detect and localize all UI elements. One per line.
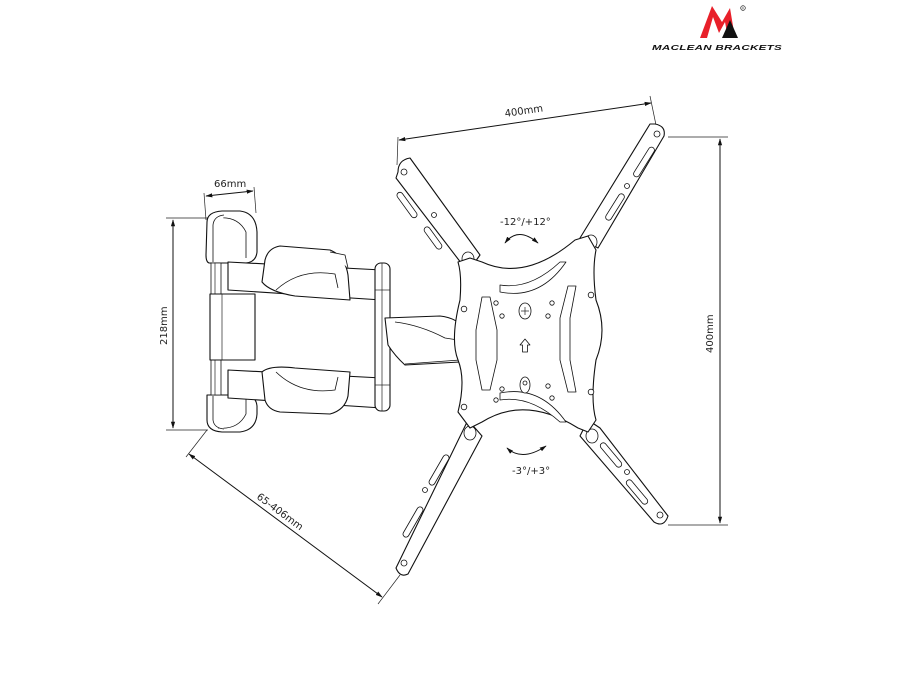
brand-logo: ® MACLEAN BRACKETS xyxy=(652,5,782,52)
tv-mounting-plate xyxy=(453,235,603,433)
swivel-annotation: -12°/+12° xyxy=(500,217,551,244)
tilt-annotation: -3°/+3° xyxy=(506,445,550,477)
vesa-arm-top-right xyxy=(579,123,665,250)
dimension-arm-extension: 65-406mm xyxy=(185,429,401,605)
rotate-arrow-icon xyxy=(506,445,547,455)
swivel-label: -12°/+12° xyxy=(500,217,551,228)
rotate-arrow-icon xyxy=(504,234,539,244)
dimension-wall-plate-width: 66mm xyxy=(203,179,257,221)
wall-plate-height-label: 218mm xyxy=(159,306,170,345)
wall-plate-width-label: 66mm xyxy=(214,179,246,190)
registered-mark: ® xyxy=(742,7,745,11)
vesa-arm-bottom-right xyxy=(579,419,669,525)
dimension-vesa-width: 400mm xyxy=(396,95,657,166)
tilt-label: -3°/+3° xyxy=(512,466,550,477)
vesa-width-label: 400mm xyxy=(504,103,544,119)
wall-plate xyxy=(205,210,258,433)
brand-name: MACLEAN BRACKETS xyxy=(652,43,782,52)
vesa-height-label: 400mm xyxy=(705,314,716,353)
articulating-arm xyxy=(227,245,471,415)
dimension-wall-plate-height: 218mm xyxy=(159,217,208,431)
arm-extension-label: 65-406mm xyxy=(254,492,305,534)
vesa-arm-top-left xyxy=(395,157,481,273)
vesa-arm-bottom-left xyxy=(395,419,483,576)
dimension-vesa-height: 400mm xyxy=(668,136,728,526)
orientation-arrow-icon xyxy=(519,338,531,353)
logo-m-icon: ® xyxy=(700,5,746,38)
